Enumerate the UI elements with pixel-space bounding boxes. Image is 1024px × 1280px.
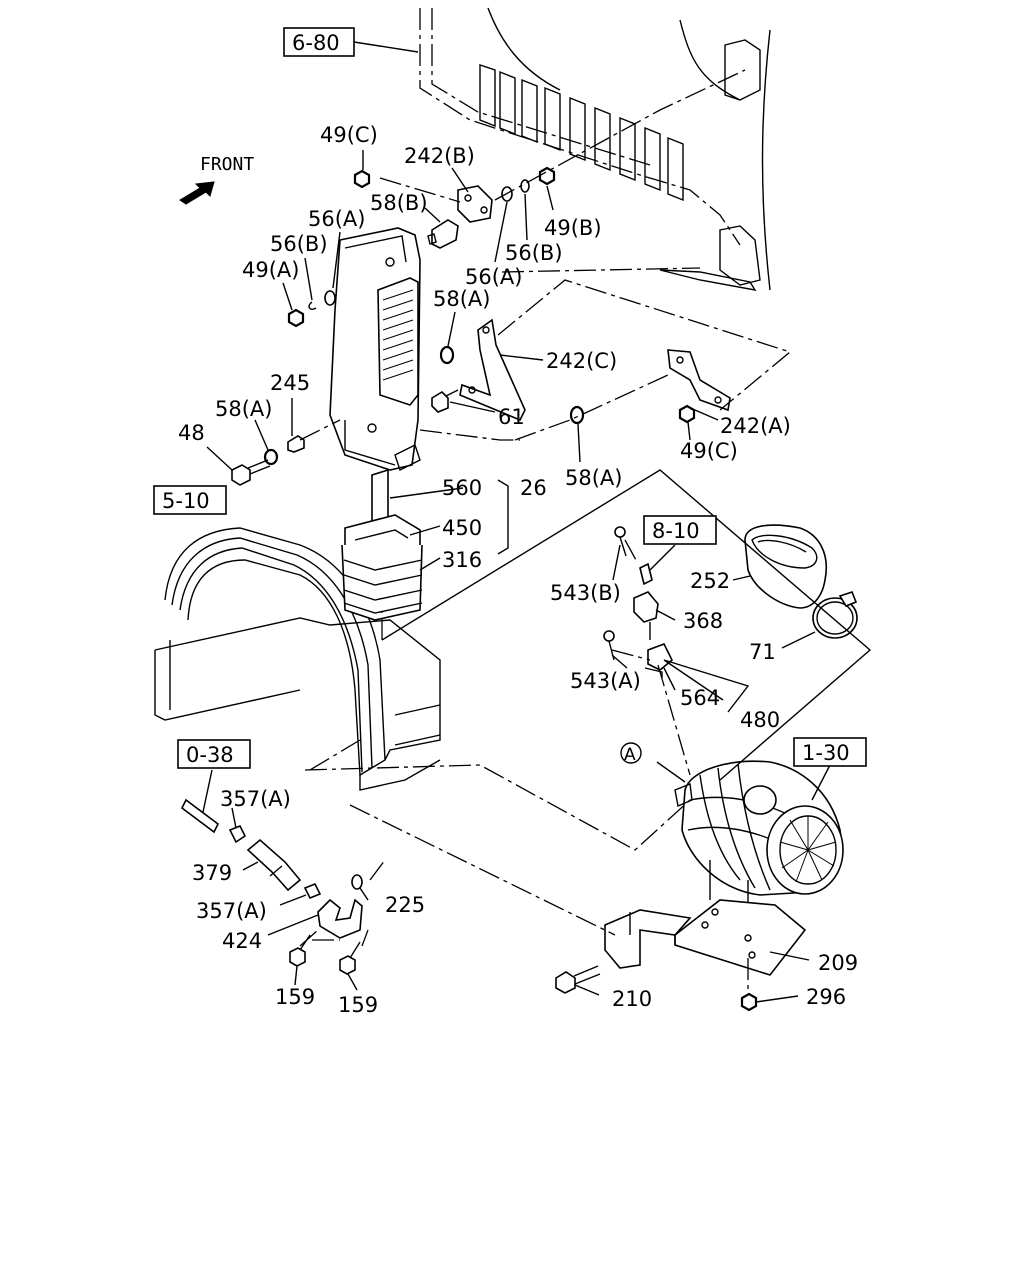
clip-357a-top bbox=[228, 824, 247, 844]
callout-circle-a: A bbox=[620, 742, 642, 765]
intake-duct-26 bbox=[329, 227, 421, 471]
front-label: FRONT bbox=[200, 154, 254, 175]
label-56a-right: 56(A) bbox=[465, 265, 522, 289]
hose-379 bbox=[246, 838, 302, 892]
label-56b-left: 56(B) bbox=[270, 232, 328, 256]
label-56b-right: 56(B) bbox=[505, 241, 563, 265]
bracket-424 bbox=[317, 898, 363, 939]
label-58a-left: 58(A) bbox=[215, 397, 272, 421]
part-labels: 49(C) 242(B) 58(B) 56(A) 56(B) 49(A) 49(… bbox=[178, 123, 858, 1017]
bracket-564 bbox=[644, 642, 673, 678]
ref-box-1-30[interactable]: 1-30 bbox=[793, 737, 867, 767]
nut-49c-top bbox=[353, 169, 371, 189]
ref-box-6-80-label: 6-80 bbox=[292, 31, 340, 55]
bracket-209 bbox=[604, 899, 807, 976]
nut-49a bbox=[287, 308, 305, 328]
label-48: 48 bbox=[178, 421, 205, 445]
label-49c-top: 49(C) bbox=[320, 123, 378, 147]
label-159-left: 159 bbox=[275, 985, 315, 1009]
clip-357a-bottom bbox=[303, 882, 322, 900]
frame-rail bbox=[154, 527, 441, 791]
ref-box-1-30-label: 1-30 bbox=[802, 741, 850, 765]
cab-back-panel bbox=[419, 7, 771, 291]
rubber-mount-58b bbox=[427, 219, 459, 249]
label-252: 252 bbox=[690, 569, 730, 593]
bolt-61 bbox=[431, 389, 459, 413]
label-245: 245 bbox=[270, 371, 310, 395]
o-ring-225 bbox=[351, 874, 363, 890]
nut-49b bbox=[538, 166, 556, 186]
front-arrow-icon bbox=[179, 181, 215, 205]
bolt-210 bbox=[555, 965, 601, 994]
ref-box-8-10-label: 8-10 bbox=[652, 519, 700, 543]
label-58a-top: 58(A) bbox=[433, 287, 490, 311]
label-61: 61 bbox=[498, 405, 525, 429]
ref-box-5-10-label: 5-10 bbox=[162, 489, 210, 513]
ref-box-0-38[interactable]: 0-38 bbox=[177, 739, 251, 769]
duct-louvers bbox=[382, 289, 414, 381]
nut-296 bbox=[740, 992, 758, 1012]
ref-box-0-38-label: 0-38 bbox=[186, 743, 234, 767]
label-71: 71 bbox=[749, 640, 776, 664]
label-49a: 49(A) bbox=[242, 258, 299, 282]
label-209: 209 bbox=[818, 951, 858, 975]
label-242b: 242(B) bbox=[404, 144, 475, 168]
label-210: 210 bbox=[612, 987, 652, 1011]
bellows-316 bbox=[341, 544, 423, 621]
pipe-0-38 bbox=[180, 798, 220, 834]
bolt-159-left bbox=[289, 934, 311, 967]
bushing-58a-left bbox=[263, 448, 279, 466]
label-450: 450 bbox=[442, 516, 482, 540]
label-49b: 49(B) bbox=[544, 216, 602, 240]
ref-box-5-10[interactable]: 5-10 bbox=[153, 485, 227, 515]
hose-clamp-71 bbox=[812, 591, 858, 639]
washer-56a-left bbox=[324, 290, 336, 306]
label-26: 26 bbox=[520, 476, 547, 500]
bolt-48 bbox=[231, 459, 271, 486]
ref-box-6-80[interactable]: 6-80 bbox=[283, 27, 355, 57]
bracket-242a bbox=[667, 349, 731, 412]
label-560: 560 bbox=[442, 476, 482, 500]
sensor-368 bbox=[633, 562, 659, 640]
label-543a: 543(A) bbox=[570, 669, 641, 693]
ref-box-8-10[interactable]: 8-10 bbox=[643, 515, 717, 545]
label-242c: 242(C) bbox=[546, 349, 617, 373]
bushing-58a-top bbox=[439, 345, 455, 365]
callout-a-label: A bbox=[624, 745, 636, 765]
panel-ribs bbox=[479, 64, 684, 202]
label-379: 379 bbox=[192, 861, 232, 885]
label-49c-right: 49(C) bbox=[680, 439, 738, 463]
label-58b: 58(B) bbox=[370, 191, 428, 215]
label-357a-bottom: 357(A) bbox=[196, 899, 267, 923]
cleaner-end-cap-ribs bbox=[779, 816, 837, 883]
intake-hood-252 bbox=[744, 524, 827, 609]
bolt-159-right bbox=[339, 941, 361, 975]
label-368: 368 bbox=[683, 609, 723, 633]
label-543b: 543(B) bbox=[550, 581, 621, 605]
label-296: 296 bbox=[806, 985, 846, 1009]
nut-49c-right bbox=[678, 404, 696, 424]
label-480: 480 bbox=[740, 708, 780, 732]
label-159-right: 159 bbox=[338, 993, 378, 1017]
label-56a-left: 56(A) bbox=[308, 207, 365, 231]
label-357a-top: 357(A) bbox=[220, 787, 291, 811]
air-cleaner-assembly bbox=[674, 760, 844, 905]
label-424: 424 bbox=[222, 929, 262, 953]
leader-lines bbox=[202, 41, 831, 1003]
bracket-242b bbox=[457, 185, 493, 223]
label-564: 564 bbox=[680, 686, 720, 710]
bushing-58a-mid bbox=[569, 405, 585, 425]
spacer-245 bbox=[287, 435, 305, 453]
assembly-lines bbox=[299, 69, 872, 995]
front-direction-indicator: FRONT bbox=[179, 154, 254, 205]
label-242a: 242(A) bbox=[720, 414, 791, 438]
label-225: 225 bbox=[385, 893, 425, 917]
bracket-242c bbox=[459, 318, 526, 422]
label-58a-mid: 58(A) bbox=[565, 466, 622, 490]
label-316: 316 bbox=[442, 548, 482, 572]
screw-543b bbox=[614, 526, 627, 557]
washer-56b-left bbox=[308, 301, 317, 311]
